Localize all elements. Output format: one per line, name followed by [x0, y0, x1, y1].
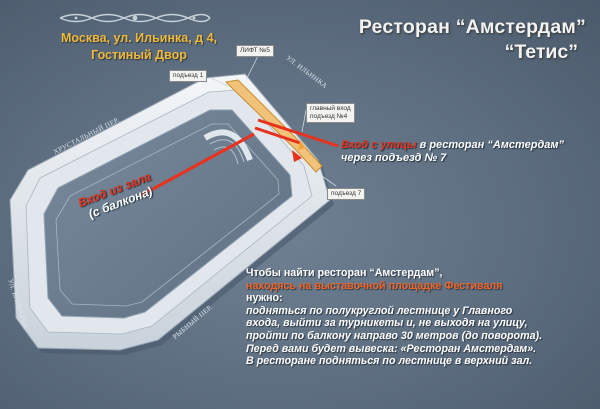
route-hall-line — [139, 132, 255, 198]
directions-line-6: пройти по балкону направо 30 метров (до … — [246, 329, 543, 342]
balcony-outline — [55, 123, 280, 307]
directions-line-3: нужно: — [246, 292, 283, 305]
route-street-line-2 — [254, 126, 301, 145]
route-arrow — [292, 150, 302, 162]
address-line-1: Москва, ул. Ильинка, д 4, — [60, 31, 217, 45]
address-line-2: Гостиный Двор — [91, 48, 187, 62]
street-entry-line-2: через подъезд № 7 — [341, 152, 447, 164]
directions-line-1: Чтобы найти ресторан “Амстердам”, — [246, 267, 443, 279]
lift-5-label: ЛИФТ №5 — [236, 45, 274, 57]
directions-line-5: входа, выйти за турникеты и, не выходя н… — [246, 317, 528, 330]
entrance-7-label: подъезд 7 — [327, 188, 366, 200]
decorative-ornament — [59, 13, 211, 23]
directions-line-4: подняться по полукруглой лестнице у Глав… — [246, 304, 513, 317]
directions-line-2: находясь на выставочной площадке Фестива… — [246, 279, 503, 292]
entrance-1-label: подъезд 1 — [169, 70, 208, 82]
address-block: Москва, ул. Ильинка, д 4, Гостиный Двор — [8, 30, 270, 64]
directions-line-7: Перед вами будет вывеска: «Ресторан Амст… — [246, 342, 537, 355]
restaurant-subtitle: “Тетис” — [504, 41, 578, 63]
street-entry-note: Вход с улицы в ресторан “Амстердам” чере… — [341, 139, 564, 165]
courtyard — [43, 109, 293, 319]
semicircular-staircase — [203, 129, 253, 162]
directions-line-8: В ресторане подняться по лестнице в верх… — [246, 355, 533, 368]
restaurant-title: Ресторан “Амстердам” — [358, 16, 586, 38]
street-entry-white: в ресторан “Амстердам” — [416, 139, 565, 151]
directions-text: Чтобы найти ресторан “Амстердам”, находя… — [246, 267, 594, 368]
street-entry-red: Вход с улицы — [341, 139, 417, 151]
route-street-line-1 — [257, 118, 339, 148]
main-entrance-label: главный вход подъезд №4 — [306, 103, 355, 123]
